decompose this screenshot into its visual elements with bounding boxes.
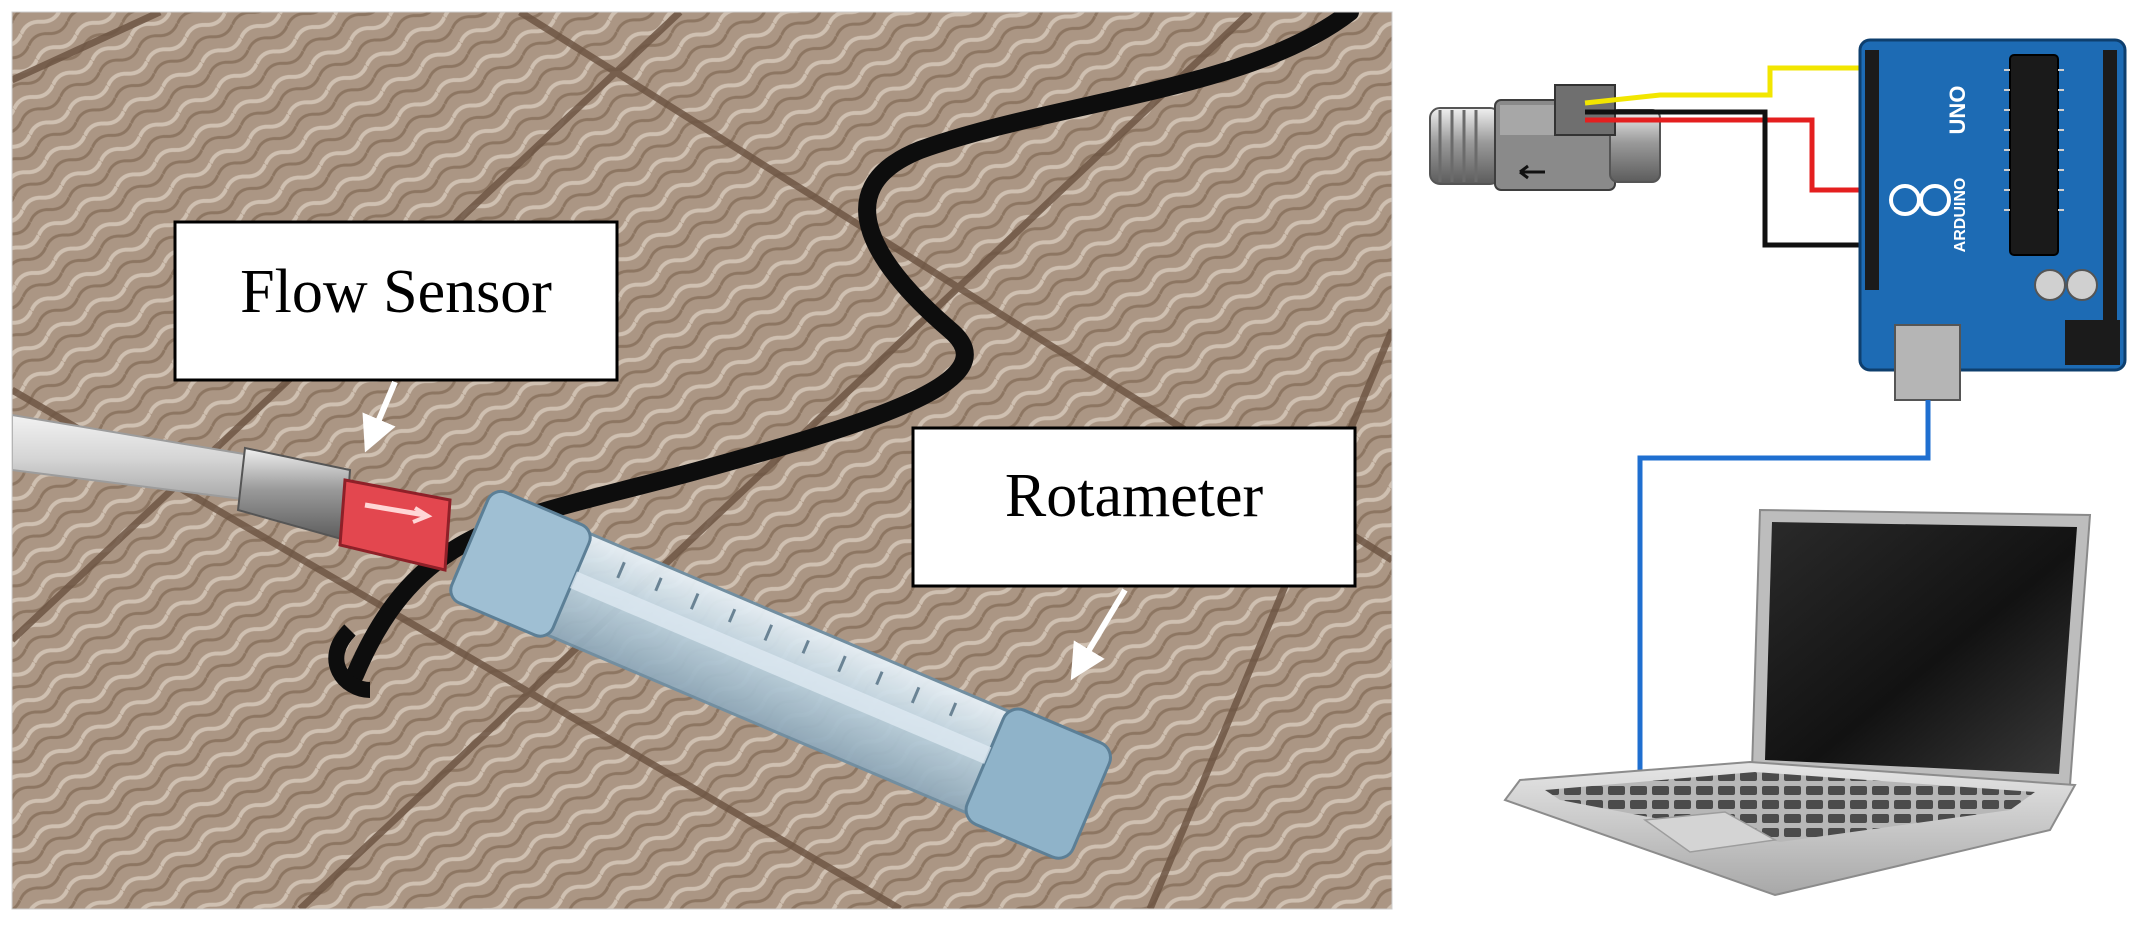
- arduino-logo-icon: [1889, 184, 1951, 216]
- usb-port: [1894, 324, 1961, 401]
- arduino-board: UNO ARDUINO: [1858, 38, 2127, 401]
- rotameter-label: Rotameter: [1005, 462, 1264, 530]
- flow-sensor-callout: Flow Sensor: [173, 220, 619, 453]
- rotameter-arrow: [1070, 588, 1128, 681]
- flow-sensor-arrow: [362, 380, 398, 453]
- photo-panel: Flow Sensor Rotameter: [11, 11, 1393, 910]
- wiring-diagram-panel: UNO ARDUINO: [1429, 38, 2127, 897]
- signal-wire: [1584, 65, 1862, 106]
- laptop-illustration: [1503, 508, 2092, 897]
- board-brand-label: ARDUINO: [1952, 178, 1969, 253]
- rotameter-callout: Rotameter: [911, 426, 1357, 681]
- rotameter-label-box: [911, 426, 1357, 588]
- board-model-label: UNO: [1945, 86, 1970, 135]
- flow-sensor-label: Flow Sensor: [240, 258, 552, 326]
- rotameter-device: [449, 489, 1112, 860]
- flow-sensor-device: [338, 478, 452, 572]
- flow-sensor-label-box: [173, 220, 619, 382]
- ground-wire: [1585, 109, 1862, 248]
- usb-cable: [1637, 400, 1931, 770]
